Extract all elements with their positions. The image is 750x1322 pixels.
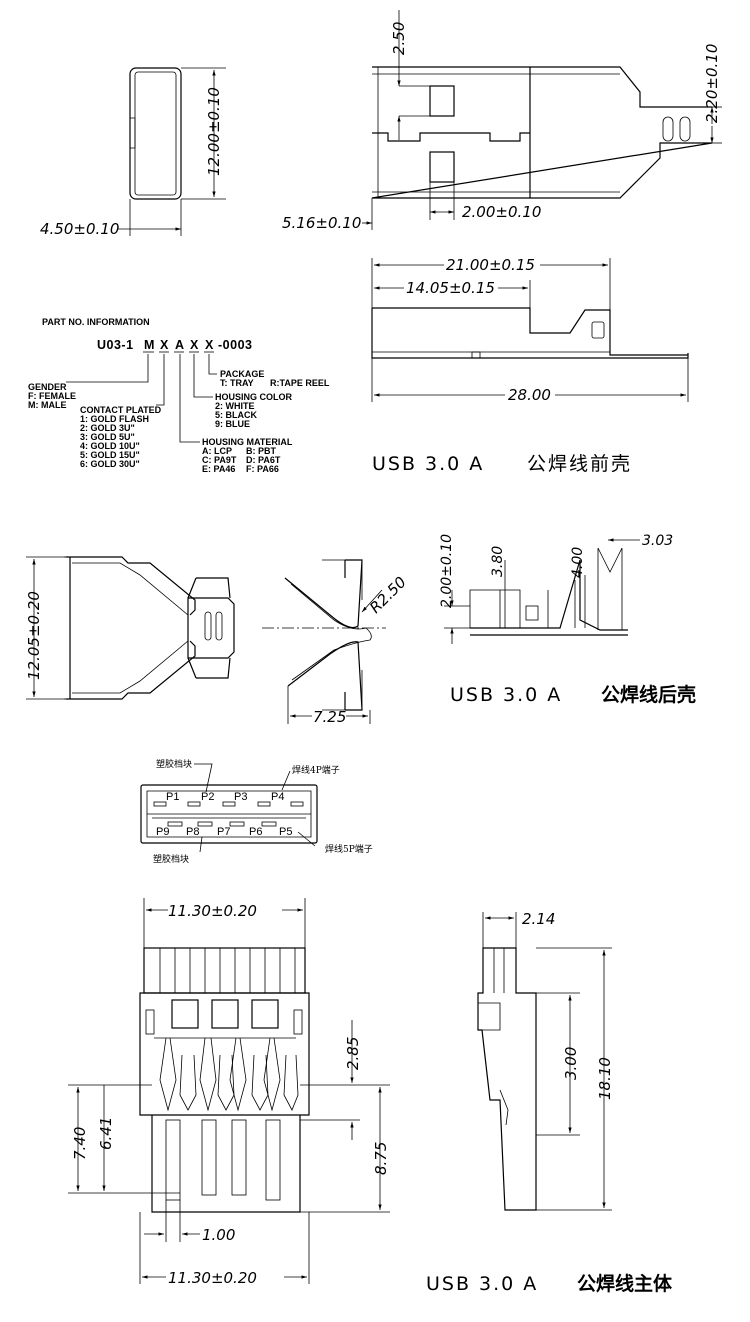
contact-6: 6: GOLD 30U" xyxy=(80,459,140,469)
contact-heading: CONTACT PLATED xyxy=(80,405,162,415)
material-e: E: PA46 xyxy=(202,464,235,474)
rear-shell-bent-view xyxy=(262,559,386,724)
dim-28-00: 28.00 xyxy=(508,386,551,404)
dim-2-14: 2.14 xyxy=(522,910,555,928)
front-shell-top-view xyxy=(362,10,722,230)
main-body-front-view xyxy=(68,898,390,1284)
dim-7-40: 7.40 xyxy=(71,1127,89,1160)
part-info-heading: PART NO. INFORMATION xyxy=(42,317,150,327)
dim-7-25: 7.25 xyxy=(313,708,346,726)
part-code-leaders xyxy=(66,351,217,443)
part-code-package: X xyxy=(205,338,214,352)
part-code-material: A xyxy=(175,338,185,352)
pin-p4: P4 xyxy=(271,791,284,803)
dim-3-03: 3.03 xyxy=(642,533,673,549)
material-f: F: PA66 xyxy=(246,464,279,474)
package-heading: PACKAGE xyxy=(220,369,264,379)
front-shell-title-en: USB 3.0 A xyxy=(372,453,484,475)
color-heading: HOUSING COLOR xyxy=(215,392,293,402)
contact-3: 3: GOLD 5U" xyxy=(80,432,135,442)
gender-heading: GENDER xyxy=(28,382,67,392)
dim-2-00: 2.00±0.10 xyxy=(462,203,541,221)
pin-p6: P6 xyxy=(249,826,262,838)
label-plastic-bottom: 塑胶档块 xyxy=(153,853,189,865)
dim-4-50: 4.50±0.10 xyxy=(40,220,119,238)
color-2: 2: WHITE xyxy=(215,401,255,411)
front-shell-end-view xyxy=(118,67,226,236)
dim-2-20: 2.20±0.10 xyxy=(703,44,721,123)
dim-8-75: 8.75 xyxy=(372,1142,390,1175)
dim-6-41: 6.41 xyxy=(97,1117,115,1150)
label-5p-terminal: 焊线5P端子 xyxy=(325,843,373,855)
dim-3-00: 3.00 xyxy=(562,1047,580,1080)
pin-p8: P8 xyxy=(186,826,199,838)
dim-2-50: 2.50 xyxy=(390,22,408,55)
main-body-side-view xyxy=(477,912,612,1211)
dim-r-2-50: R2.50 xyxy=(366,573,410,617)
gender-f: F: FEMALE xyxy=(28,391,76,401)
rear-shell-flat-view xyxy=(26,556,235,700)
contact-4: 4: GOLD 10U" xyxy=(80,441,140,451)
main-body-title-en: USB 3.0 A xyxy=(426,1273,538,1295)
dim-2-00-rear: 2.00±0.10 xyxy=(439,534,455,608)
pin-p7: P7 xyxy=(217,826,230,838)
material-heading: HOUSING MATERIAL xyxy=(202,437,293,447)
contact-1: 1: GOLD FLASH xyxy=(80,414,149,424)
color-5: 5: BLACK xyxy=(215,410,257,420)
pin-p9: P9 xyxy=(156,826,169,838)
material-c: C: PA9T xyxy=(202,455,237,465)
gender-m: M: MALE xyxy=(28,400,67,410)
dim-12-00: 12.00±0.10 xyxy=(205,87,223,176)
material-d: D: PA6T xyxy=(246,455,281,465)
rear-shell-title-en: USB 3.0 A xyxy=(450,684,562,706)
dim-11-30-top: 11.30±0.20 xyxy=(168,902,257,920)
dim-2-85: 2.85 xyxy=(344,1037,362,1070)
rear-shell-side-view xyxy=(444,538,640,644)
part-code-contact: X xyxy=(160,338,169,352)
dim-14-05: 14.05±0.15 xyxy=(406,279,495,297)
pin-p5: P5 xyxy=(279,826,292,838)
dim-1-00: 1.00 xyxy=(202,1226,235,1244)
color-9: 9: BLUE xyxy=(215,419,250,429)
front-shell-title-zh: 公焊线前壳 xyxy=(527,453,632,475)
pin-p3: P3 xyxy=(234,791,247,803)
dim-5-16: 5.16±0.10 xyxy=(282,214,361,232)
dim-21-00: 21.00±0.15 xyxy=(446,256,535,274)
pin-p2: P2 xyxy=(201,791,214,803)
pin-p1: P1 xyxy=(166,791,179,803)
part-code-suffix: -0003 xyxy=(218,338,252,352)
dim-12-05: 12.05±0.20 xyxy=(25,591,43,680)
label-plastic-top: 塑胶档块 xyxy=(156,758,192,770)
dim-3-80: 3.80 xyxy=(490,546,506,577)
material-a: A: LCP xyxy=(202,446,232,456)
dim-4-00: 4.00 xyxy=(570,547,586,578)
rear-shell-title-zh: 公焊线后壳 xyxy=(601,683,696,706)
part-code-prefix: U03-1 xyxy=(97,338,134,352)
main-body-title-zh: 公焊线主体 xyxy=(577,1272,673,1295)
part-code-gender: M xyxy=(144,338,155,352)
pinout-face xyxy=(140,763,318,853)
dim-18-10: 18.10 xyxy=(596,1057,614,1100)
label-4p-terminal: 焊线4P端子 xyxy=(292,764,340,776)
material-b: B: PBT xyxy=(246,446,276,456)
part-code-color: X xyxy=(190,338,199,352)
dim-11-30-bottom: 11.30±0.20 xyxy=(168,1269,257,1287)
contact-2: 2: GOLD 3U" xyxy=(80,423,135,433)
package-t: T: TRAY xyxy=(220,378,254,388)
contact-5: 5: GOLD 15U" xyxy=(80,450,140,460)
package-r: R:TAPE REEL xyxy=(270,378,330,388)
front-shell-side-view xyxy=(371,258,689,402)
